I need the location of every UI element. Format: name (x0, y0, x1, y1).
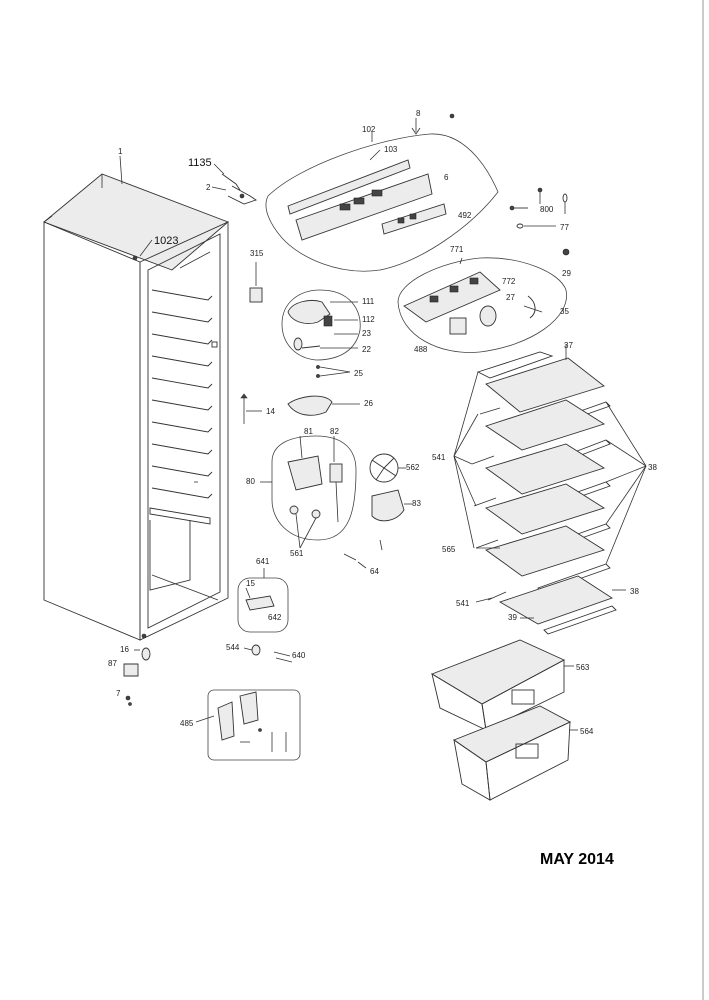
label-771: 771 (450, 245, 464, 254)
fan-bracket-83 (371, 489, 412, 522)
part-14-screw (240, 393, 262, 424)
label-2: 2 (206, 183, 211, 192)
label-800: 800 (540, 205, 554, 214)
label-38-lower: 38 (630, 587, 639, 596)
label-25: 25 (354, 369, 363, 378)
label-81: 81 (304, 427, 313, 436)
parts-544-640 (251, 644, 293, 663)
label-23: 23 (362, 329, 371, 338)
label-8: 8 (416, 109, 421, 118)
label-leaders (119, 155, 335, 723)
label-1135: 1135 (188, 157, 212, 169)
label-22: 22 (362, 345, 371, 354)
label-102: 102 (362, 125, 376, 134)
fan-blade-562 (369, 453, 406, 483)
label-83: 83 (412, 499, 421, 508)
date-stamp: MAY 2014 (540, 851, 614, 868)
label-563: 563 (576, 663, 590, 672)
label-772: 772 (502, 277, 516, 286)
label-103: 103 (384, 145, 398, 154)
label-29: 29 (562, 269, 571, 278)
sensor-assembly-group (397, 257, 567, 353)
label-35: 35 (560, 307, 569, 316)
screws-right-top (509, 187, 570, 256)
label-1023: 1023 (154, 235, 178, 247)
label-544: 544 (226, 643, 240, 652)
part-315-block (249, 262, 263, 303)
label-564: 564 (580, 727, 594, 736)
label-561: 561 (290, 549, 304, 558)
label-82: 82 (330, 427, 339, 436)
glass-shelves (453, 344, 647, 635)
label-64: 64 (370, 567, 379, 576)
label-641: 641 (256, 557, 270, 566)
cabinet-shelf-rails (149, 289, 213, 525)
label-77: 77 (560, 223, 569, 232)
label-541-lower: 541 (456, 599, 470, 608)
part-labels: 1 1135 2 1023 315 102 103 8 6 492 800 77… (108, 109, 657, 736)
leveling-kit-group (207, 689, 301, 761)
label-80: 80 (246, 477, 255, 486)
label-7: 7 (116, 689, 121, 698)
label-26: 26 (364, 399, 373, 408)
label-38-upper: 38 (648, 463, 657, 472)
cabinet-drawing (43, 173, 229, 641)
label-640: 640 (292, 651, 306, 660)
control-panel-group (265, 113, 499, 272)
bottom-hinge-group (237, 568, 289, 633)
label-541-upper: 541 (432, 453, 446, 462)
part-64-screws (343, 539, 383, 569)
label-37: 37 (564, 341, 573, 350)
label-111: 111 (362, 297, 375, 306)
top-hinge-parts (221, 173, 258, 205)
crisper-drawers (430, 639, 578, 801)
label-1: 1 (118, 147, 123, 156)
lamp-housing-group (281, 289, 361, 378)
label-15: 15 (246, 579, 255, 588)
label-14: 14 (266, 407, 275, 416)
label-485: 485 (180, 719, 194, 728)
label-27: 27 (506, 293, 515, 302)
label-315: 315 (250, 249, 264, 258)
label-565: 565 (442, 545, 456, 554)
lower-left-small-parts (123, 647, 151, 706)
fan-motor-group (260, 435, 357, 541)
part-26-cover (287, 395, 360, 416)
label-87: 87 (108, 659, 117, 668)
label-642: 642 (268, 613, 282, 622)
label-112: 112 (362, 315, 375, 324)
label-39: 39 (508, 613, 517, 622)
label-488: 488 (414, 345, 428, 354)
label-6: 6 (444, 173, 449, 182)
label-16: 16 (120, 645, 129, 654)
label-492: 492 (458, 211, 472, 220)
label-562: 562 (406, 463, 420, 472)
